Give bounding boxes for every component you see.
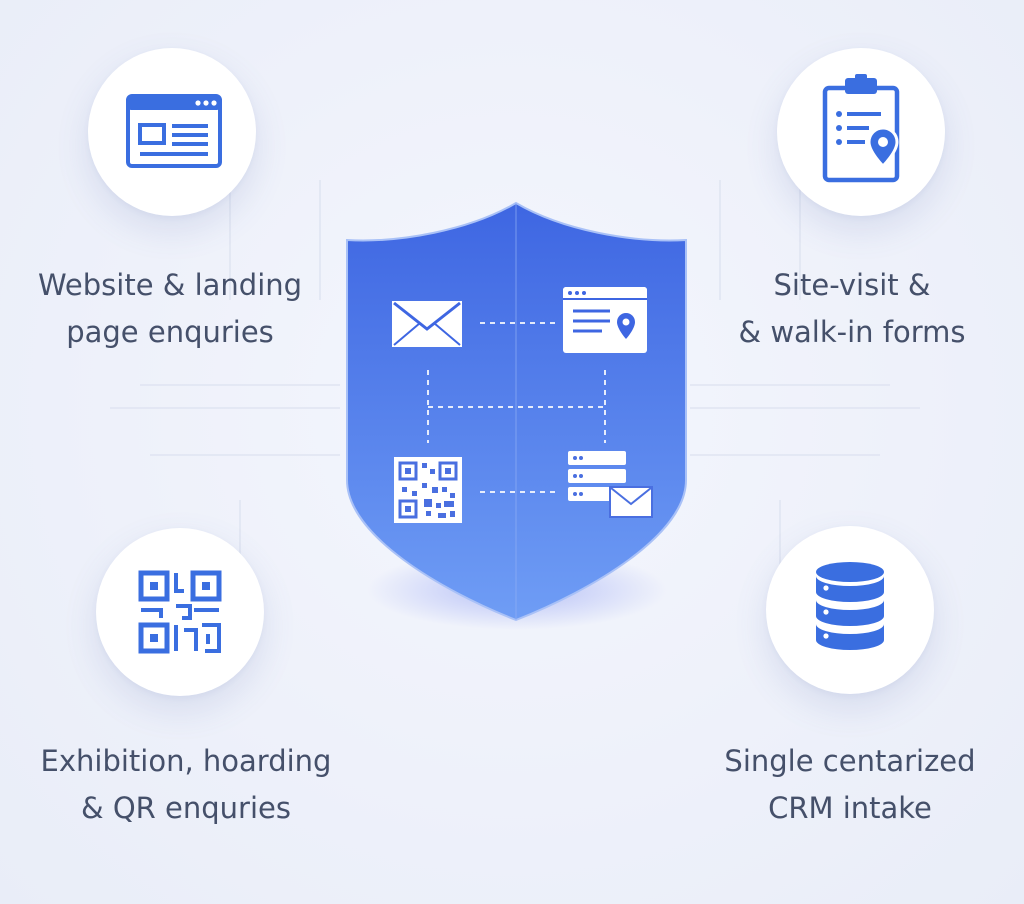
browser-location-icon: [563, 287, 647, 353]
site-visit-node: [777, 48, 945, 216]
website-label: Website & landing page enquries: [37, 268, 303, 349]
qr-code-icon: [394, 457, 462, 523]
browser-window-icon: [126, 94, 222, 168]
shield-icon: [346, 201, 687, 630]
server-mail-icon: [568, 451, 653, 518]
crm-node: [766, 526, 934, 694]
qr-code-icon: [138, 570, 222, 654]
crm-label: Single centarized CRM intake: [724, 744, 976, 825]
site-visit-label: Site-visit & & walk-in forms: [738, 268, 966, 349]
central-shield: [330, 195, 700, 635]
envelope-icon: [392, 301, 462, 347]
clipboard-location-icon: [822, 74, 900, 183]
website-node: [88, 48, 256, 216]
exhibition-node: [96, 528, 264, 696]
exhibition-label: Exhibition, hoarding & QR enquries: [40, 744, 332, 825]
database-icon: [816, 562, 884, 650]
